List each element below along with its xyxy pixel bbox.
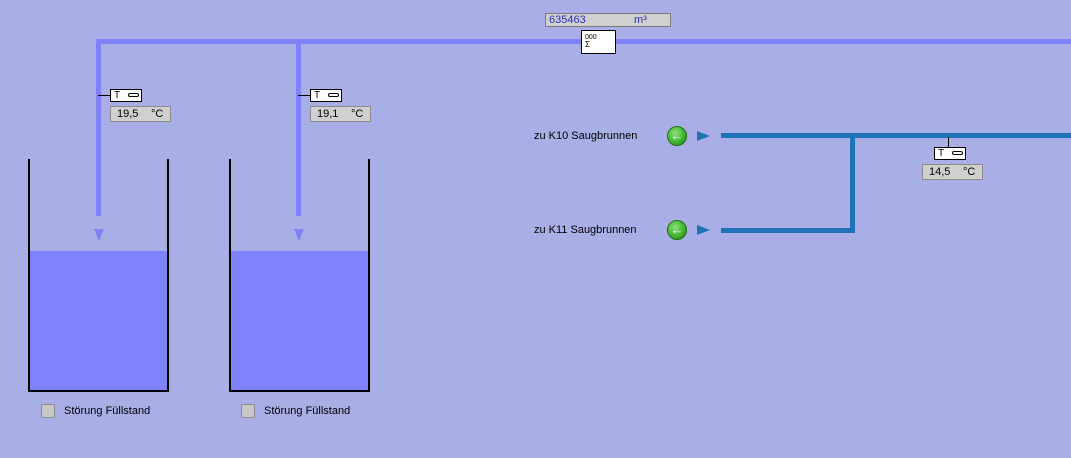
tank-1 xyxy=(28,159,169,392)
supply-pipe-top xyxy=(721,133,1071,138)
thermometer-icon xyxy=(328,93,339,97)
tank2-fault-indicator[interactable] xyxy=(241,404,255,418)
tank1-sensor-connector xyxy=(98,95,111,96)
thermometer-icon xyxy=(128,93,139,97)
supply-sensor-symbol: T xyxy=(938,148,945,159)
arrow-left-icon[interactable]: ← xyxy=(667,220,687,240)
tank1-inlet-arrow xyxy=(94,229,104,241)
well-k10-flow-arrow xyxy=(697,131,710,141)
tank1-sensor-symbol: T xyxy=(114,90,121,101)
supply-pipe-bottom xyxy=(721,228,855,233)
tank1-temperature-unit: °C xyxy=(151,108,164,120)
supply-temperature-sensor[interactable]: T xyxy=(934,147,966,160)
tank2-temperature-sensor[interactable]: T xyxy=(310,89,342,102)
tank1-temperature-sensor[interactable]: T xyxy=(110,89,142,102)
well-k11-flow-arrow xyxy=(697,225,710,235)
tank1-temperature-display: 19,5 °C xyxy=(110,106,171,122)
tank2-temperature-unit: °C xyxy=(351,108,364,120)
tank2-inlet-pipe xyxy=(296,39,301,216)
tank-2 xyxy=(229,159,370,392)
totalizer-sigma: Σ xyxy=(585,40,590,49)
arrow-left-icon[interactable]: ← xyxy=(667,126,687,146)
tank2-water-level xyxy=(231,251,368,390)
well-k11-label: zu K11 Saugbrunnen xyxy=(534,224,637,236)
tank2-temperature-display: 19,1 °C xyxy=(310,106,371,122)
tank1-fault-indicator[interactable] xyxy=(41,404,55,418)
tank2-sensor-symbol: T xyxy=(314,90,321,101)
well-k10-label: zu K10 Saugbrunnen xyxy=(534,130,638,142)
totalizer-digits: 000 xyxy=(585,34,597,41)
flow-meter-value: 635463 xyxy=(549,14,586,26)
tank1-temperature-value: 19,5 xyxy=(117,108,139,120)
supply-temperature-unit: °C xyxy=(963,166,976,178)
thermometer-icon xyxy=(952,151,963,155)
tank1-water-level xyxy=(30,251,167,390)
supply-sensor-connector xyxy=(948,137,949,148)
totalizer-icon[interactable]: 000 Σ xyxy=(581,30,616,54)
flow-meter-unit: m³ xyxy=(634,14,647,26)
tank2-temperature-value: 19,1 xyxy=(317,108,339,120)
supply-pipe-riser xyxy=(850,133,855,233)
tank1-inlet-pipe xyxy=(96,39,101,216)
tank1-fault-label: Störung Füllstand xyxy=(64,405,151,417)
flow-meter-display: 635463 m³ xyxy=(545,13,671,27)
supply-temperature-value: 14,5 xyxy=(929,166,951,178)
tank2-inlet-arrow xyxy=(294,229,304,241)
supply-temperature-display: 14,5 °C xyxy=(922,164,983,180)
tank2-fault-label: Störung Füllstand xyxy=(264,405,351,417)
tank2-sensor-connector xyxy=(298,95,311,96)
